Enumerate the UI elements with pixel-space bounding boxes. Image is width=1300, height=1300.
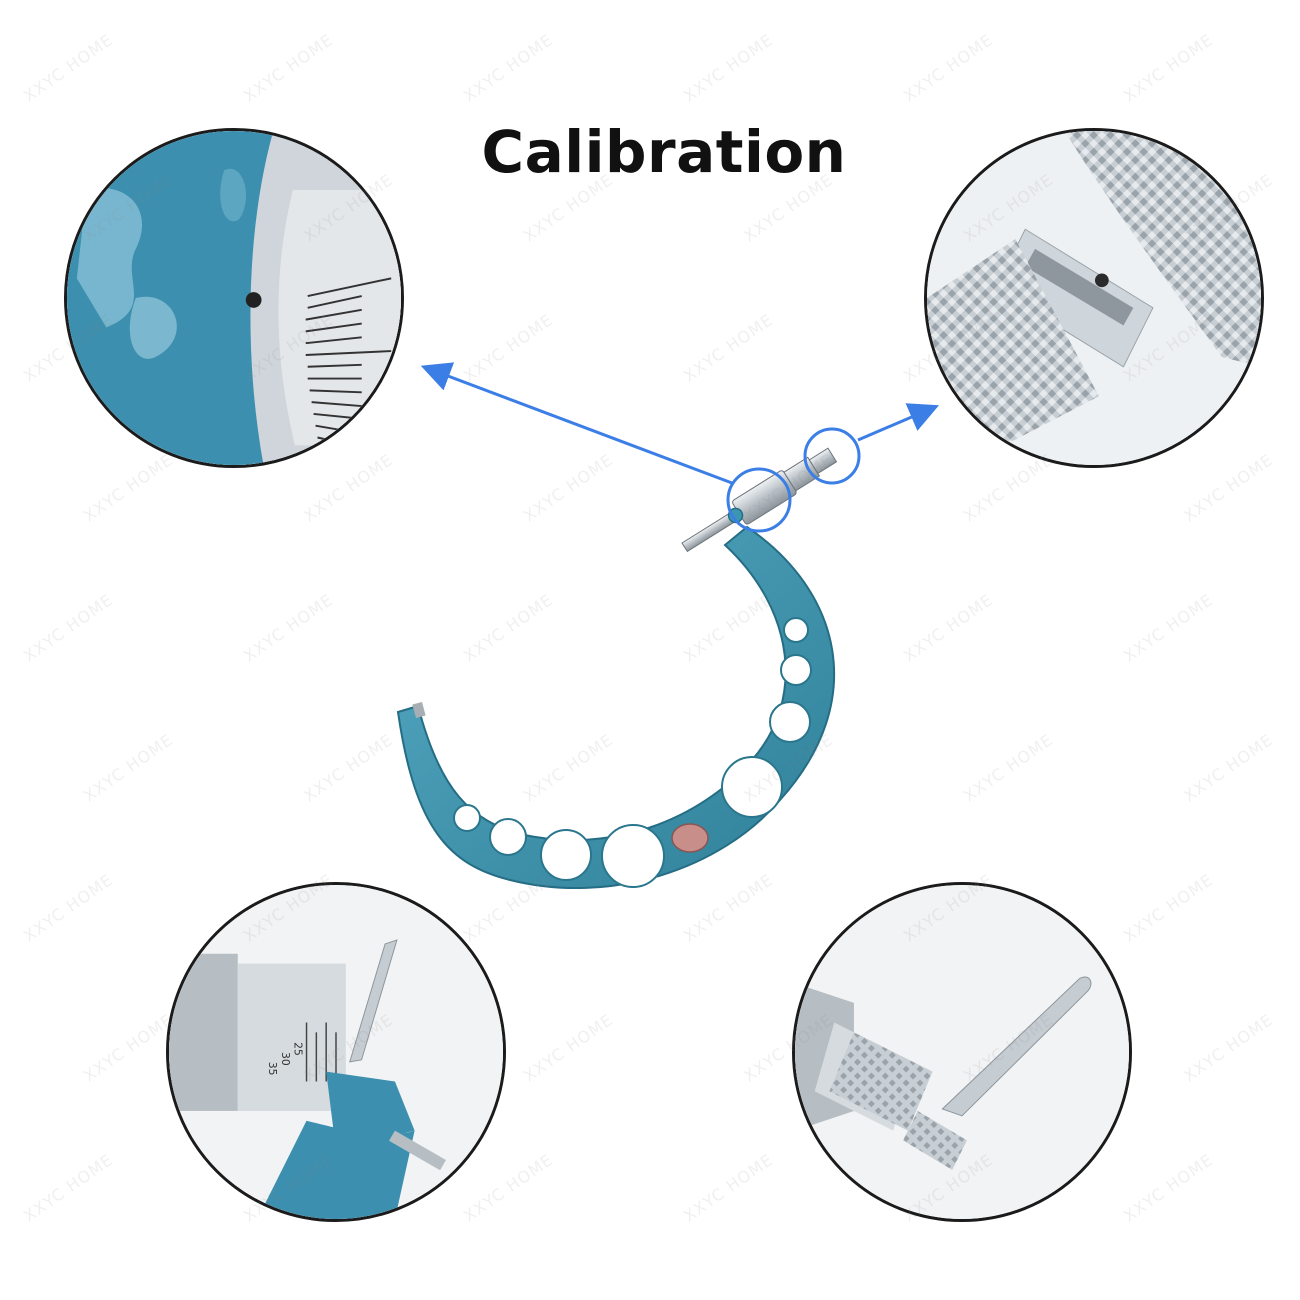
- scale-label-25: 25: [292, 1042, 305, 1056]
- anvil: [412, 701, 426, 719]
- frame-holes: [453, 617, 812, 888]
- pointer-arrow-left: [420, 362, 733, 485]
- closeup-lock-knob-wrench: [792, 882, 1132, 1222]
- closeup-wrench-sleeve: 25 30 35: [166, 882, 506, 1222]
- page-title: Calibration: [481, 118, 847, 186]
- closeup-ratchet-knob: [924, 128, 1264, 468]
- insulation-pad: [671, 823, 709, 853]
- spindle-assembly: [681, 447, 838, 553]
- scale-label-35: 35: [266, 1062, 279, 1076]
- callout-ring-ratchet: [803, 427, 861, 485]
- closeup-frame-thimble: [64, 128, 404, 468]
- scale-label-30: 30: [279, 1052, 292, 1066]
- pointer-arrow-right: [857, 403, 940, 442]
- callout-ring-frame: [726, 467, 792, 533]
